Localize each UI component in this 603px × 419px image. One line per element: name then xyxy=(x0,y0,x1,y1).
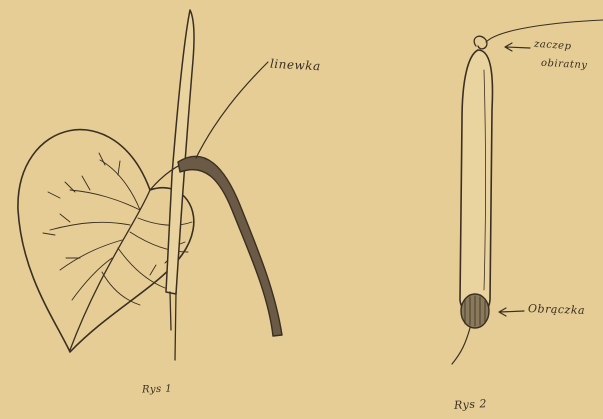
figure-2-caption: Rys 2 xyxy=(454,397,488,412)
hook-loop xyxy=(474,36,487,49)
figure-1-caption: Rys 1 xyxy=(142,383,173,395)
obraczka-arrow xyxy=(499,308,524,316)
figure-1 xyxy=(18,10,282,360)
zaczep-arrow xyxy=(505,43,530,51)
main-stem xyxy=(170,292,176,360)
label-linewka: linewka xyxy=(270,57,321,74)
capsule-body xyxy=(460,50,492,316)
label-obraczka: Obrączka xyxy=(528,302,585,317)
leaf-midrib xyxy=(70,190,150,350)
tail xyxy=(452,328,470,364)
linewka-leader xyxy=(196,62,268,158)
label-zaczep-line2: obiratny xyxy=(541,58,588,71)
leaf-outline xyxy=(18,130,194,352)
curved-stalk xyxy=(178,156,282,336)
